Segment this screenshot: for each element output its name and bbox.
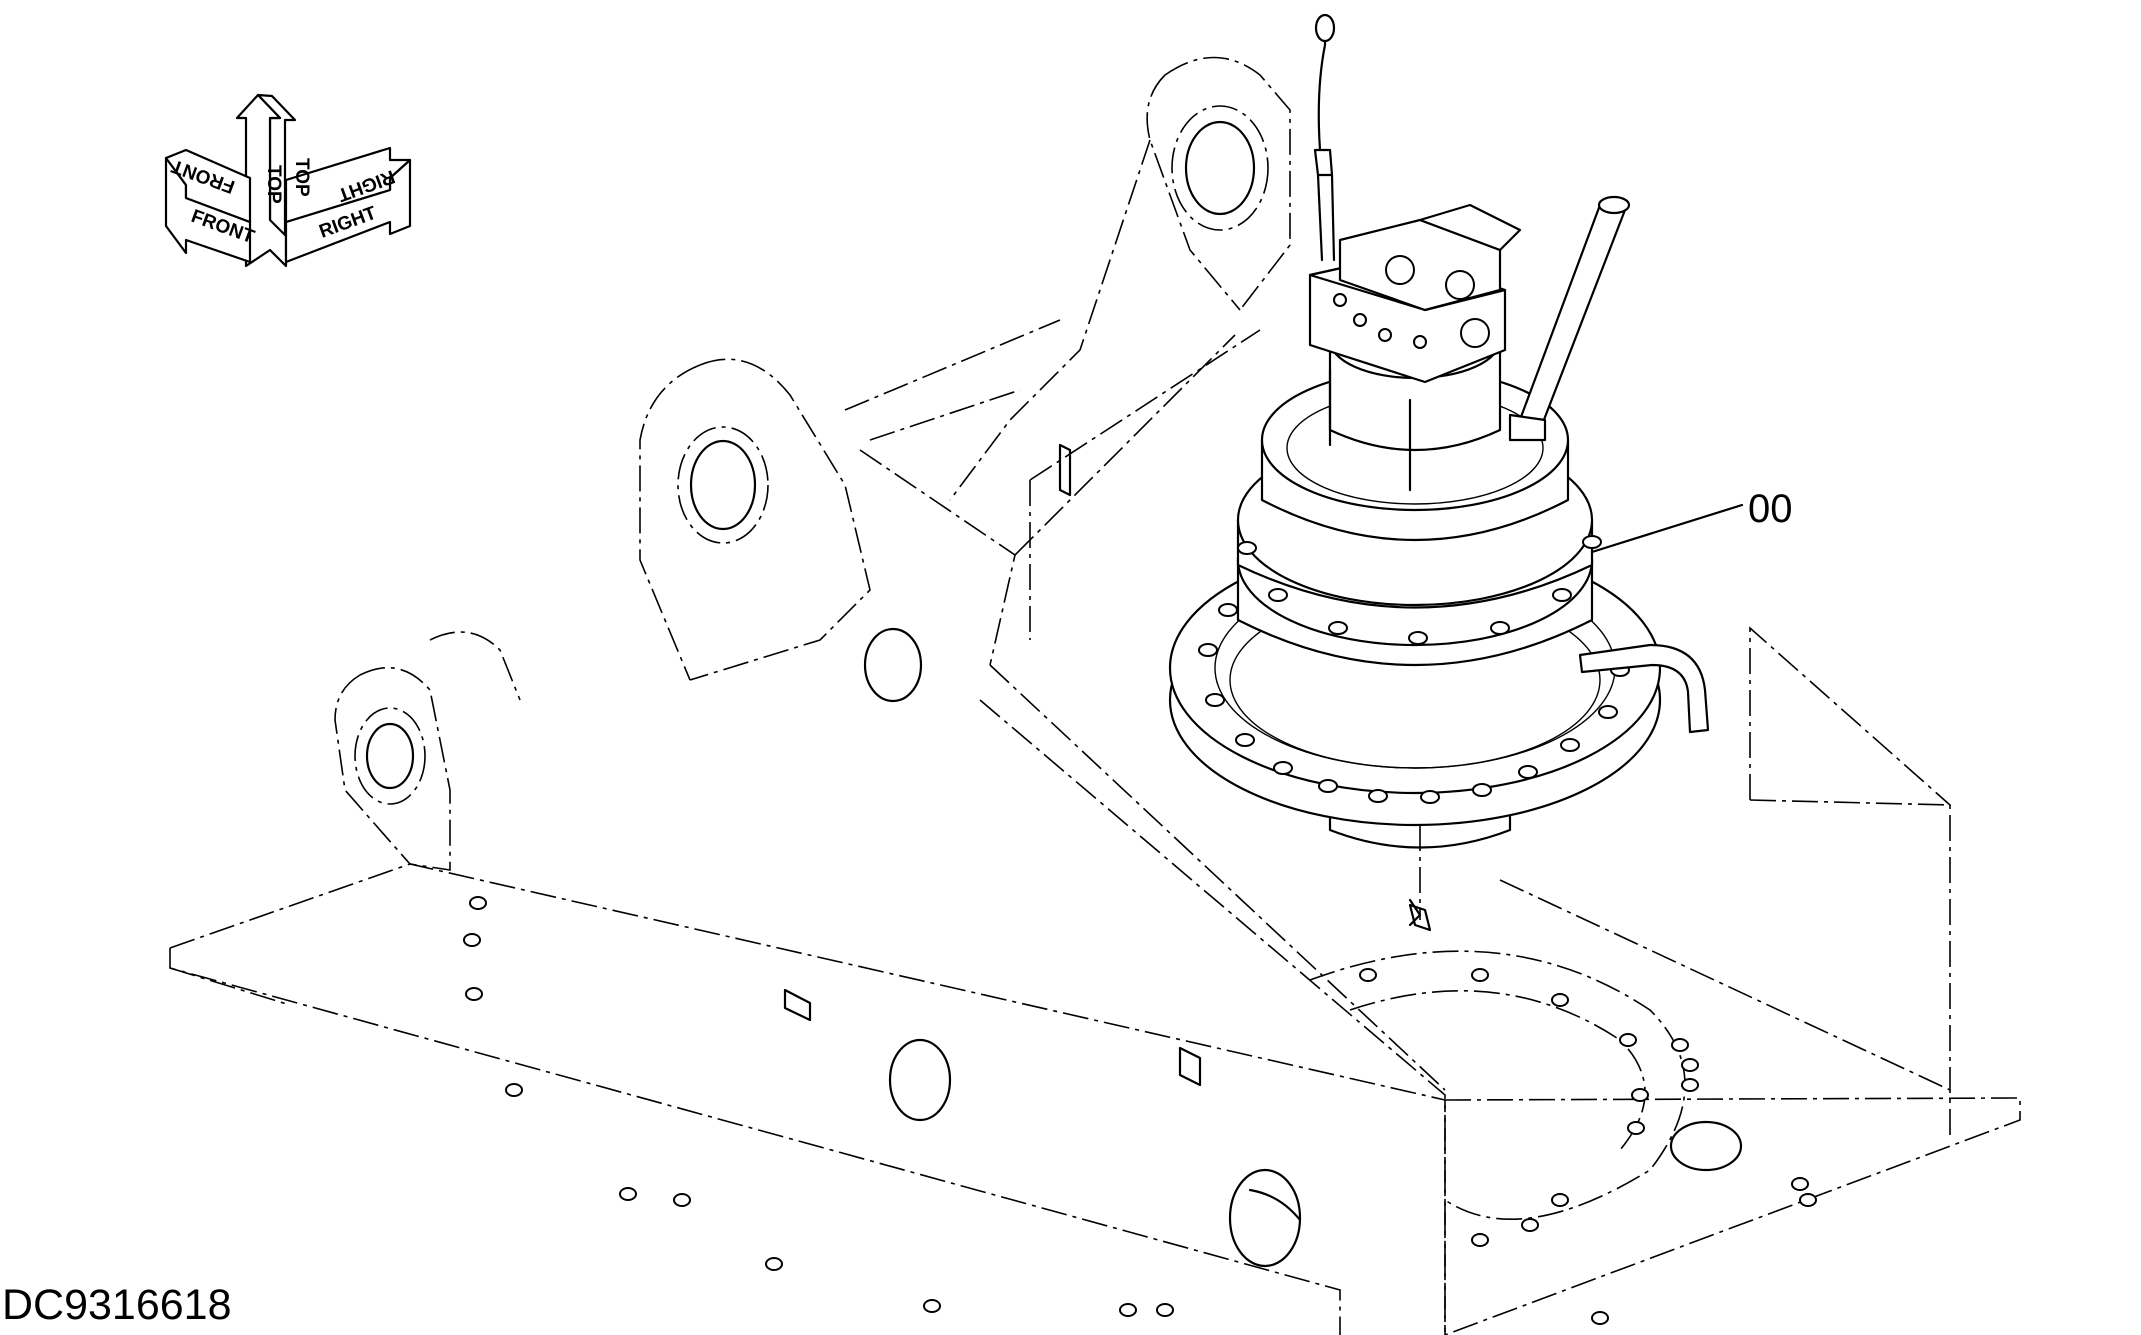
orientation-label-top: TOP: [263, 165, 284, 204]
swing-motor-reduction-assembly: 00: [1168, 13, 1793, 932]
orientation-indicator: FRONT FRONT TOP TOP RIGHT RIGHT: [164, 93, 412, 268]
drawing-id: DC9316618: [2, 1281, 232, 1329]
level-gauge-rod: [1313, 13, 1336, 262]
callout-leader-line: [1590, 503, 1744, 554]
frame-holes: [463, 896, 1817, 1325]
breather-pipe: [1508, 195, 1631, 442]
upper-frame: [169, 56, 2021, 1335]
callout-label-00: 00: [1748, 487, 1793, 531]
flange-bolt-holes: [1198, 603, 1630, 804]
front-arrow-top: [164, 148, 252, 224]
orientation-label-top-mirrored: TOP: [291, 158, 312, 197]
housing-bolts: [1237, 535, 1602, 645]
right-arrow-top: [284, 146, 412, 224]
